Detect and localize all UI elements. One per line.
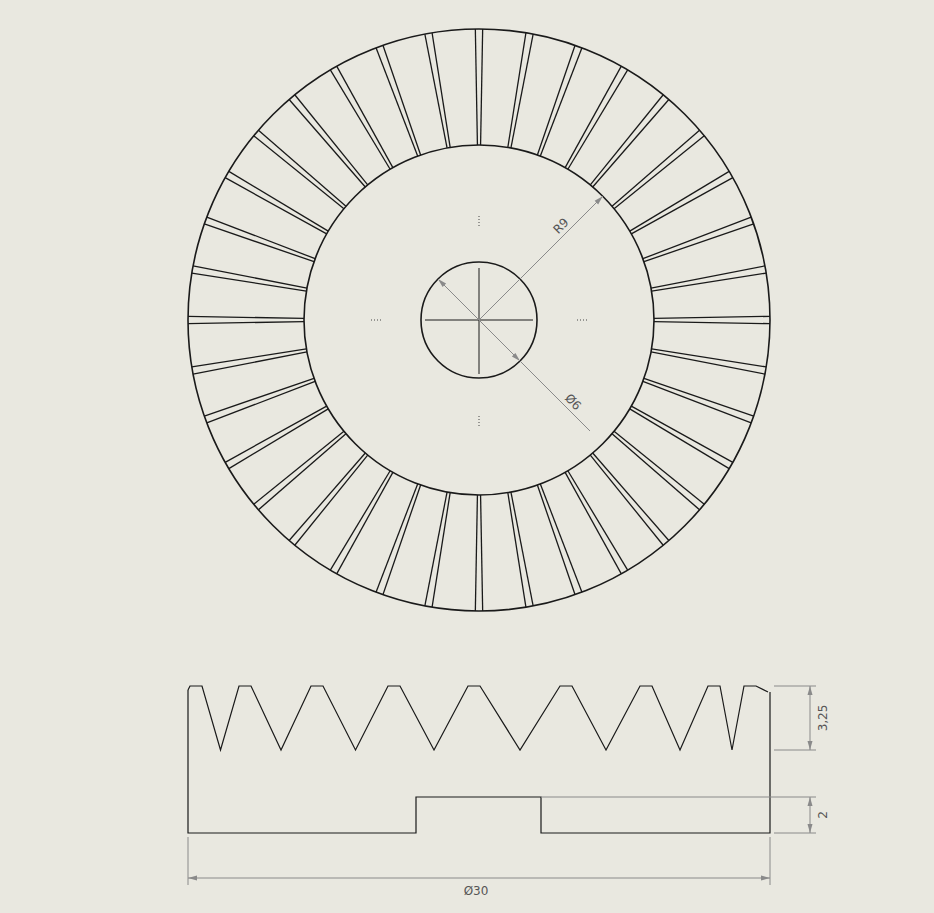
tooth-edge <box>425 492 447 606</box>
tooth-edge <box>537 485 575 595</box>
inner-circle <box>304 145 654 495</box>
tooth-edge <box>644 378 754 416</box>
tooth-edge <box>192 349 307 367</box>
arrowhead <box>808 686 813 695</box>
dimension-text: R9 <box>549 214 573 238</box>
tooth-edge <box>654 316 770 318</box>
tooth-edge <box>652 349 767 367</box>
center-mark <box>577 320 589 321</box>
arrowhead <box>761 876 770 881</box>
tooth-edge <box>188 316 304 318</box>
tooth-edge <box>643 381 751 423</box>
tooth-edge <box>475 495 477 611</box>
tooth-edge <box>337 472 393 573</box>
tooth-edge <box>630 409 729 469</box>
tooth-edge <box>511 34 533 148</box>
dimension-text: 2 <box>816 809 830 821</box>
tooth-edge <box>508 33 526 148</box>
tooth-edge <box>537 45 575 155</box>
tooth-edge <box>289 99 365 187</box>
tooth-edge <box>330 70 390 169</box>
tooth-edge <box>204 224 314 262</box>
center-mark <box>371 320 383 321</box>
arrowhead <box>438 279 446 287</box>
tooth-edge <box>330 471 390 570</box>
dimension-line <box>188 878 770 879</box>
dimension-line <box>810 686 811 750</box>
tooth-profile <box>188 686 768 750</box>
tooth-edge <box>565 66 621 167</box>
dimension-text: 3,25 <box>816 703 830 734</box>
tooth-edge <box>207 217 315 259</box>
dimension-text: Ø6 <box>561 390 586 415</box>
tooth-edge <box>590 455 663 545</box>
tooth-edge <box>644 224 754 262</box>
tooth-edge <box>511 492 533 606</box>
tooth-edge <box>229 409 328 469</box>
tooth-edge <box>204 378 314 416</box>
tooth-edge <box>229 171 328 231</box>
tooth-edge <box>612 130 700 206</box>
outer-circle <box>188 29 770 611</box>
tooth-edge <box>225 406 326 462</box>
arrowhead <box>188 876 197 881</box>
tooth-edge <box>192 273 307 291</box>
tooth-edge <box>614 136 704 209</box>
tooth-edge <box>652 273 767 291</box>
tooth-edge <box>593 453 669 541</box>
radius-leader <box>479 196 603 320</box>
gear-body-outline <box>188 690 770 833</box>
tooth-edge <box>565 472 621 573</box>
tooth-edge <box>568 471 628 570</box>
arrowhead <box>808 741 813 750</box>
tooth-edge <box>337 66 393 167</box>
tooth-edge <box>481 29 483 145</box>
diameter-leader <box>438 279 590 431</box>
tooth-edge <box>540 484 582 592</box>
tooth-edge <box>508 493 526 608</box>
tooth-edge <box>651 352 765 374</box>
tooth-edge <box>207 381 315 423</box>
tooth-edge <box>630 171 729 231</box>
center-mark <box>479 416 480 426</box>
tooth-edge <box>376 484 418 592</box>
tooth-edge <box>188 322 304 324</box>
tooth-edge <box>295 95 368 185</box>
tooth-edge <box>481 495 483 611</box>
arrowhead <box>512 353 520 361</box>
tooth-edge <box>631 178 732 234</box>
tooth-edge <box>651 266 765 288</box>
extension-line <box>541 797 816 798</box>
tooth-edge <box>568 70 628 169</box>
tooth-edge <box>631 406 732 462</box>
tooth-edge <box>540 48 582 156</box>
arrowhead <box>595 196 603 204</box>
tooth-edge <box>432 33 450 148</box>
tooth-edge <box>383 485 421 595</box>
tooth-edge <box>193 352 307 374</box>
tooth-edge <box>376 48 418 156</box>
tooth-edge <box>193 266 307 288</box>
tooth-edge <box>654 322 770 324</box>
tooth-edge <box>254 431 344 504</box>
tooth-edge <box>225 178 326 234</box>
arrowhead <box>808 824 813 833</box>
arrowhead <box>808 797 813 806</box>
tooth-edge <box>643 217 751 259</box>
tooth-edge <box>258 434 346 510</box>
tooth-edge <box>383 45 421 155</box>
tooth-edge <box>425 34 447 148</box>
tooth-edge <box>475 29 477 145</box>
tooth-edge <box>432 493 450 608</box>
dimension-text: Ø30 <box>462 884 491 898</box>
center-mark <box>479 216 480 226</box>
